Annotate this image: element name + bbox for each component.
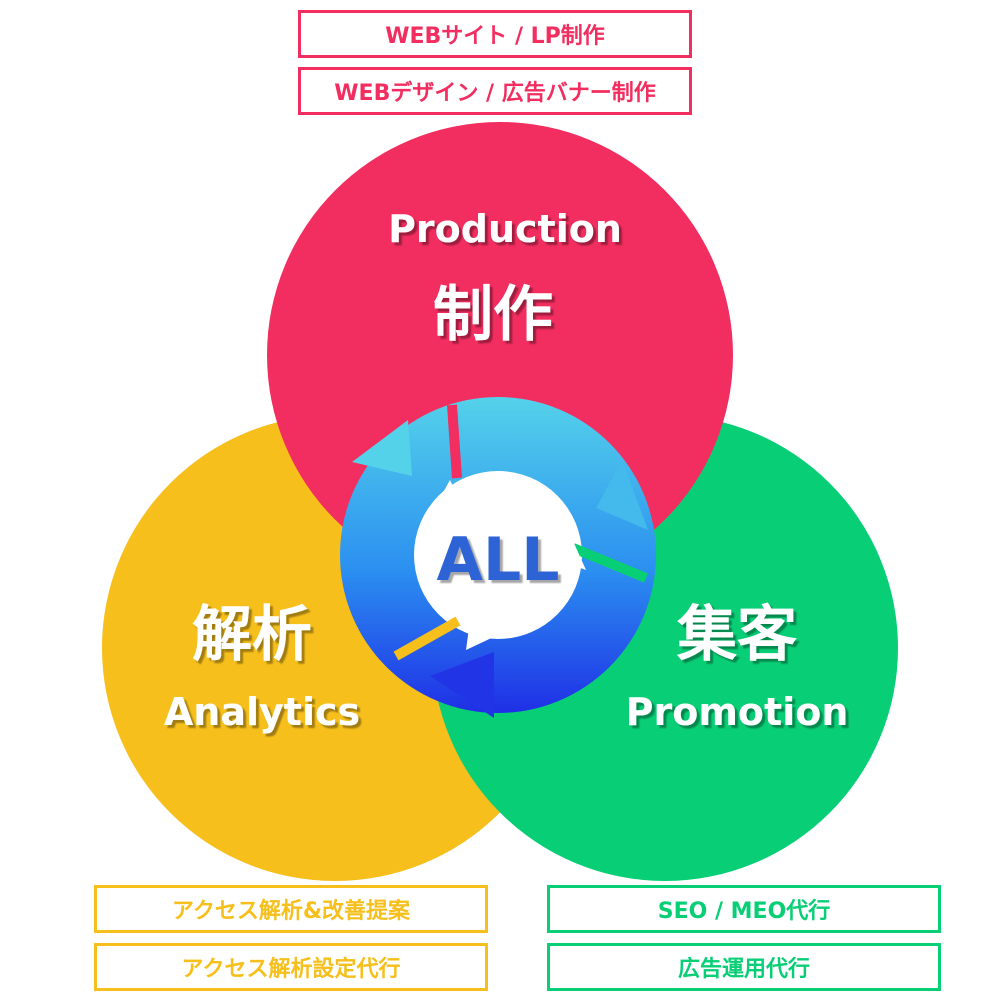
center-label: ALL bbox=[437, 525, 560, 595]
tag-seo-meo-label: SEO / MEO代行 bbox=[657, 899, 831, 924]
tag-seo-meo: SEO / MEO代行 bbox=[547, 885, 941, 933]
promotion-label-ja: 集客 bbox=[676, 600, 797, 670]
production-label-en: Production bbox=[388, 207, 622, 251]
tag-web-site-lp-label: WEBサイト / LP制作 bbox=[385, 24, 605, 49]
tag-access-analysis-improvement: アクセス解析&改善提案 bbox=[94, 885, 488, 933]
tag-web-site-lp: WEBサイト / LP制作 bbox=[298, 10, 692, 58]
analytics-label-ja: 解析 bbox=[192, 600, 312, 670]
cycle-arrows-icon bbox=[340, 397, 656, 718]
tag-access-analysis-setup: アクセス解析設定代行 bbox=[94, 943, 488, 991]
tag-web-design-banner: WEBデザイン / 広告バナー制作 bbox=[298, 67, 692, 115]
tag-access-analysis-improvement-label: アクセス解析&改善提案 bbox=[171, 899, 411, 924]
tag-access-analysis-setup-label: アクセス解析設定代行 bbox=[181, 957, 401, 982]
promotion-label-en: Promotion bbox=[626, 690, 849, 734]
tag-web-design-banner-label: WEBデザイン / 広告バナー制作 bbox=[334, 81, 656, 106]
production-label-ja: 制作 bbox=[433, 280, 553, 350]
analytics-label-en: Analytics bbox=[164, 690, 360, 734]
tag-ad-operation: 広告運用代行 bbox=[547, 943, 941, 991]
tag-ad-operation-label: 広告運用代行 bbox=[677, 957, 810, 982]
